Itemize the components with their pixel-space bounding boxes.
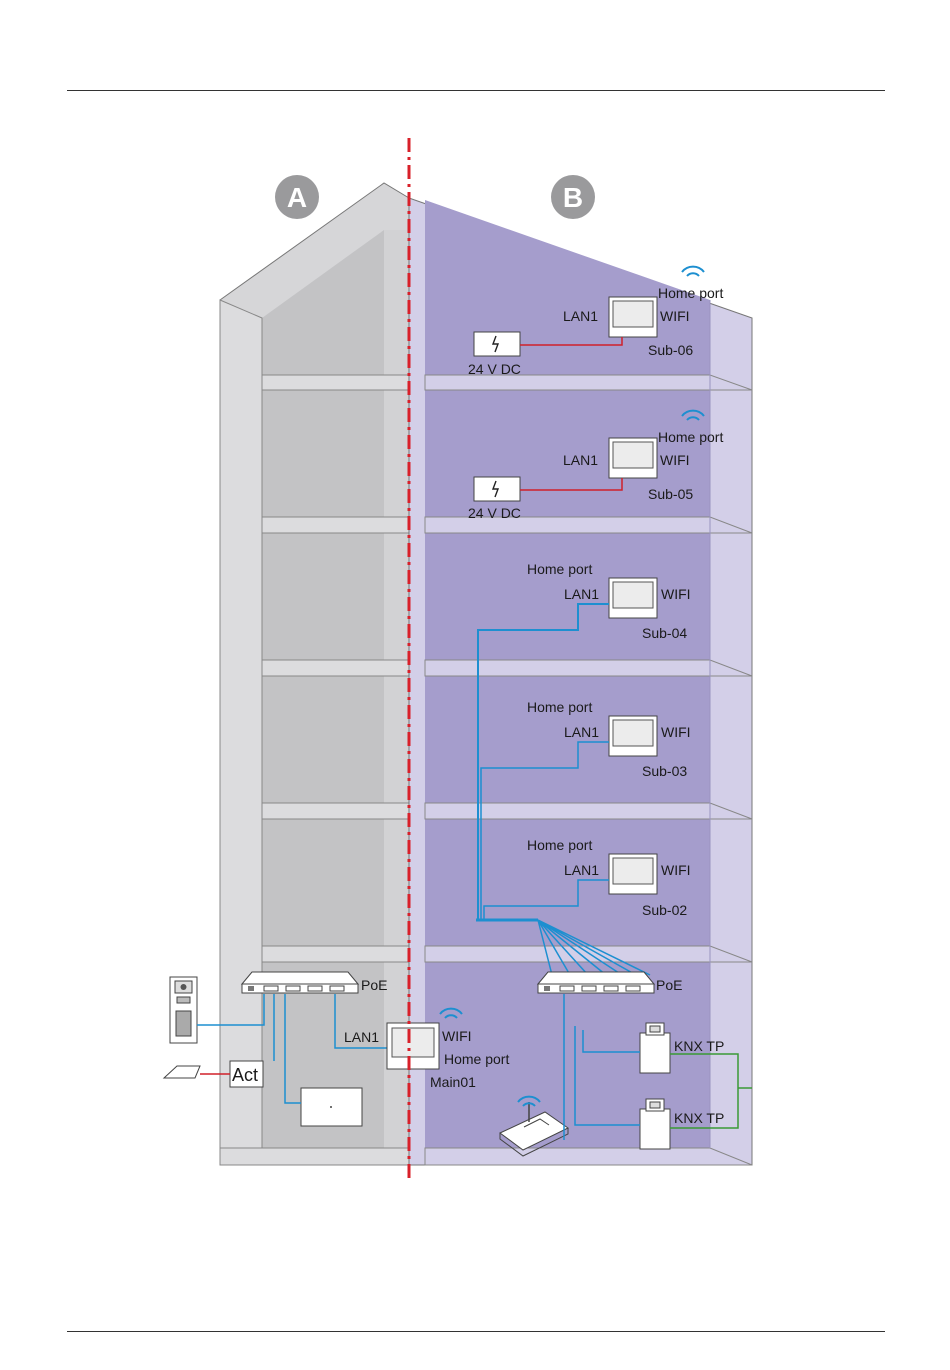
home-port-label: Home port (527, 699, 592, 715)
lan-label: LAN1 (564, 586, 599, 602)
zone-badge-b: B (551, 175, 595, 219)
lan-label: LAN1 (564, 862, 599, 878)
poe-switch-left[interactable] (242, 972, 358, 993)
door-station[interactable] (170, 977, 197, 1043)
home-port-label: Home port (527, 561, 592, 577)
indoor-station-sub-06[interactable] (609, 297, 657, 337)
main-wifi-label: WIFI (442, 1028, 472, 1044)
indoor-station-sub-03[interactable] (609, 716, 657, 756)
lan-label: LAN1 (563, 308, 598, 324)
device-id-label: Sub-06 (648, 342, 693, 358)
main-lan-label: LAN1 (344, 1029, 379, 1045)
poe-left-label: PoE (361, 977, 387, 993)
device-id-label: Sub-03 (642, 763, 687, 779)
wifi-label: WIFI (660, 308, 690, 324)
indoor-station-sub-05[interactable] (609, 438, 657, 478)
wifi-label: WIFI (661, 724, 691, 740)
actuator-label: Act (232, 1065, 258, 1085)
indoor-station-sub-04[interactable] (609, 578, 657, 618)
device-id-label: Sub-05 (648, 486, 693, 502)
wifi-label: WIFI (660, 452, 690, 468)
zone-b-label: B (563, 182, 583, 213)
lan-label: LAN1 (564, 724, 599, 740)
building-a (220, 183, 409, 1165)
building-b (409, 198, 752, 1165)
poe-switch-right[interactable] (538, 972, 654, 993)
main-home-port-label: Home port (444, 1051, 509, 1067)
power-supply-sub-05 (474, 477, 520, 501)
zone-a-label: A (287, 182, 307, 213)
home-port-label: Home port (527, 837, 592, 853)
wifi-label: WIFI (661, 586, 691, 602)
wifi-icon (682, 267, 704, 276)
poe-right-label: PoE (656, 977, 682, 993)
home-port-label: Home port (658, 429, 723, 445)
wifi-label: WIFI (661, 862, 691, 878)
knx-label-upper: KNX TP (674, 1038, 724, 1054)
indoor-station-sub-02[interactable] (609, 854, 657, 894)
lan-label: LAN1 (563, 452, 598, 468)
device-id-label: Sub-04 (642, 625, 687, 641)
power-label: 24 V DC (468, 361, 521, 377)
knx-label-lower: KNX TP (674, 1110, 724, 1126)
zone-badge-a: A (275, 175, 319, 219)
door-opener (164, 1066, 200, 1078)
device-id-label: Sub-02 (642, 902, 687, 918)
media-box (301, 1088, 362, 1126)
power-supply-sub-06 (474, 332, 520, 356)
main-id-label: Main01 (430, 1074, 476, 1090)
home-port-label: Home port (658, 285, 723, 301)
power-label: 24 V DC (468, 505, 521, 521)
actuator[interactable]: Act (230, 1061, 263, 1087)
